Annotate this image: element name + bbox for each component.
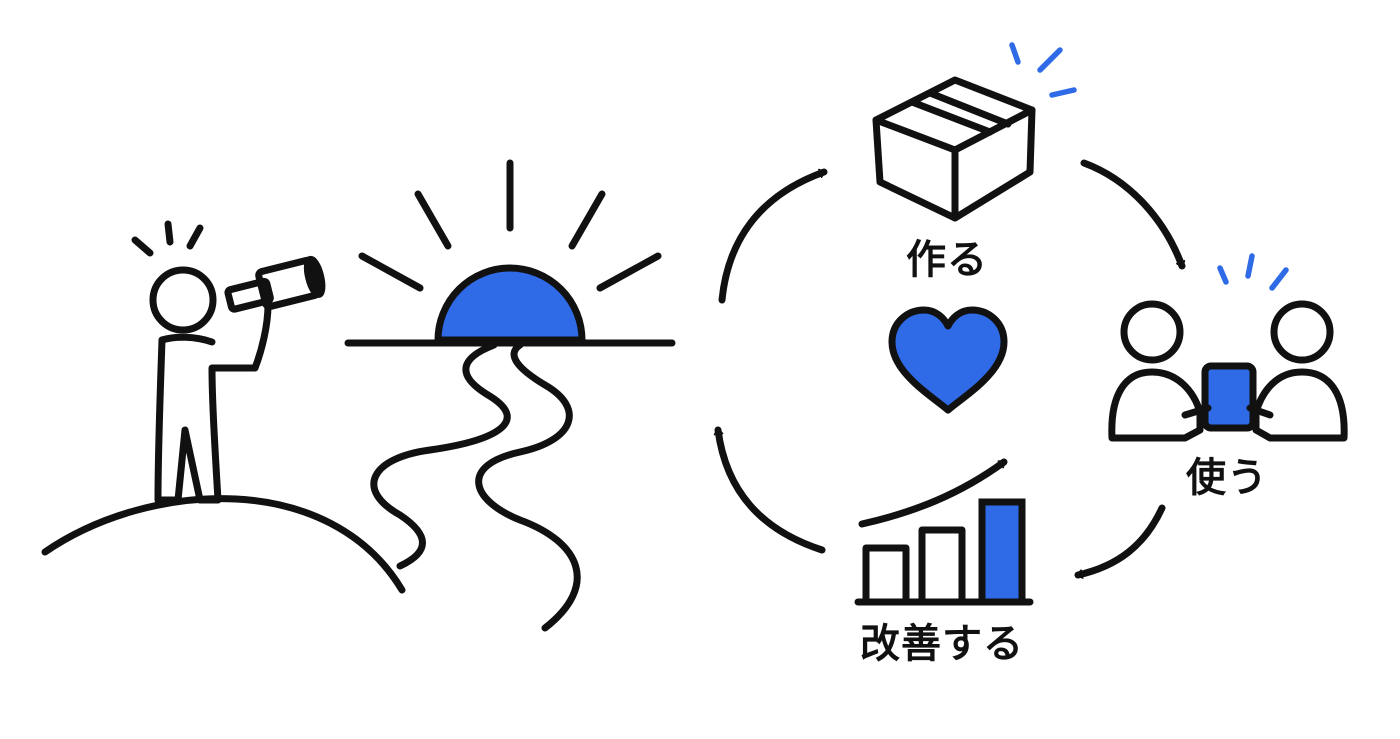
rising-sun-icon bbox=[434, 264, 586, 344]
step-label-make: 作る bbox=[906, 237, 988, 283]
heart-icon bbox=[888, 306, 1008, 414]
cycle-arrow-make-to-use bbox=[1080, 159, 1186, 270]
tablet-icon bbox=[1201, 362, 1257, 432]
hill-icon bbox=[41, 495, 406, 594]
sun-rays-icon bbox=[358, 159, 662, 292]
cycle-arrow-improve-to-loop bbox=[713, 426, 826, 554]
winding-road-icon bbox=[370, 341, 581, 632]
cycle-arrow-use-to-improve bbox=[1074, 504, 1166, 579]
person-with-telescope-icon bbox=[131, 220, 326, 504]
box-icon bbox=[872, 76, 1036, 222]
step-label-use: 使う bbox=[1186, 455, 1268, 501]
growth-bar-chart-icon bbox=[854, 458, 1034, 606]
spark-marks-icon bbox=[1009, 42, 1289, 291]
step-label-improve: 改善する bbox=[860, 621, 1024, 667]
cycle-arrow-improve-to-make bbox=[718, 168, 828, 304]
